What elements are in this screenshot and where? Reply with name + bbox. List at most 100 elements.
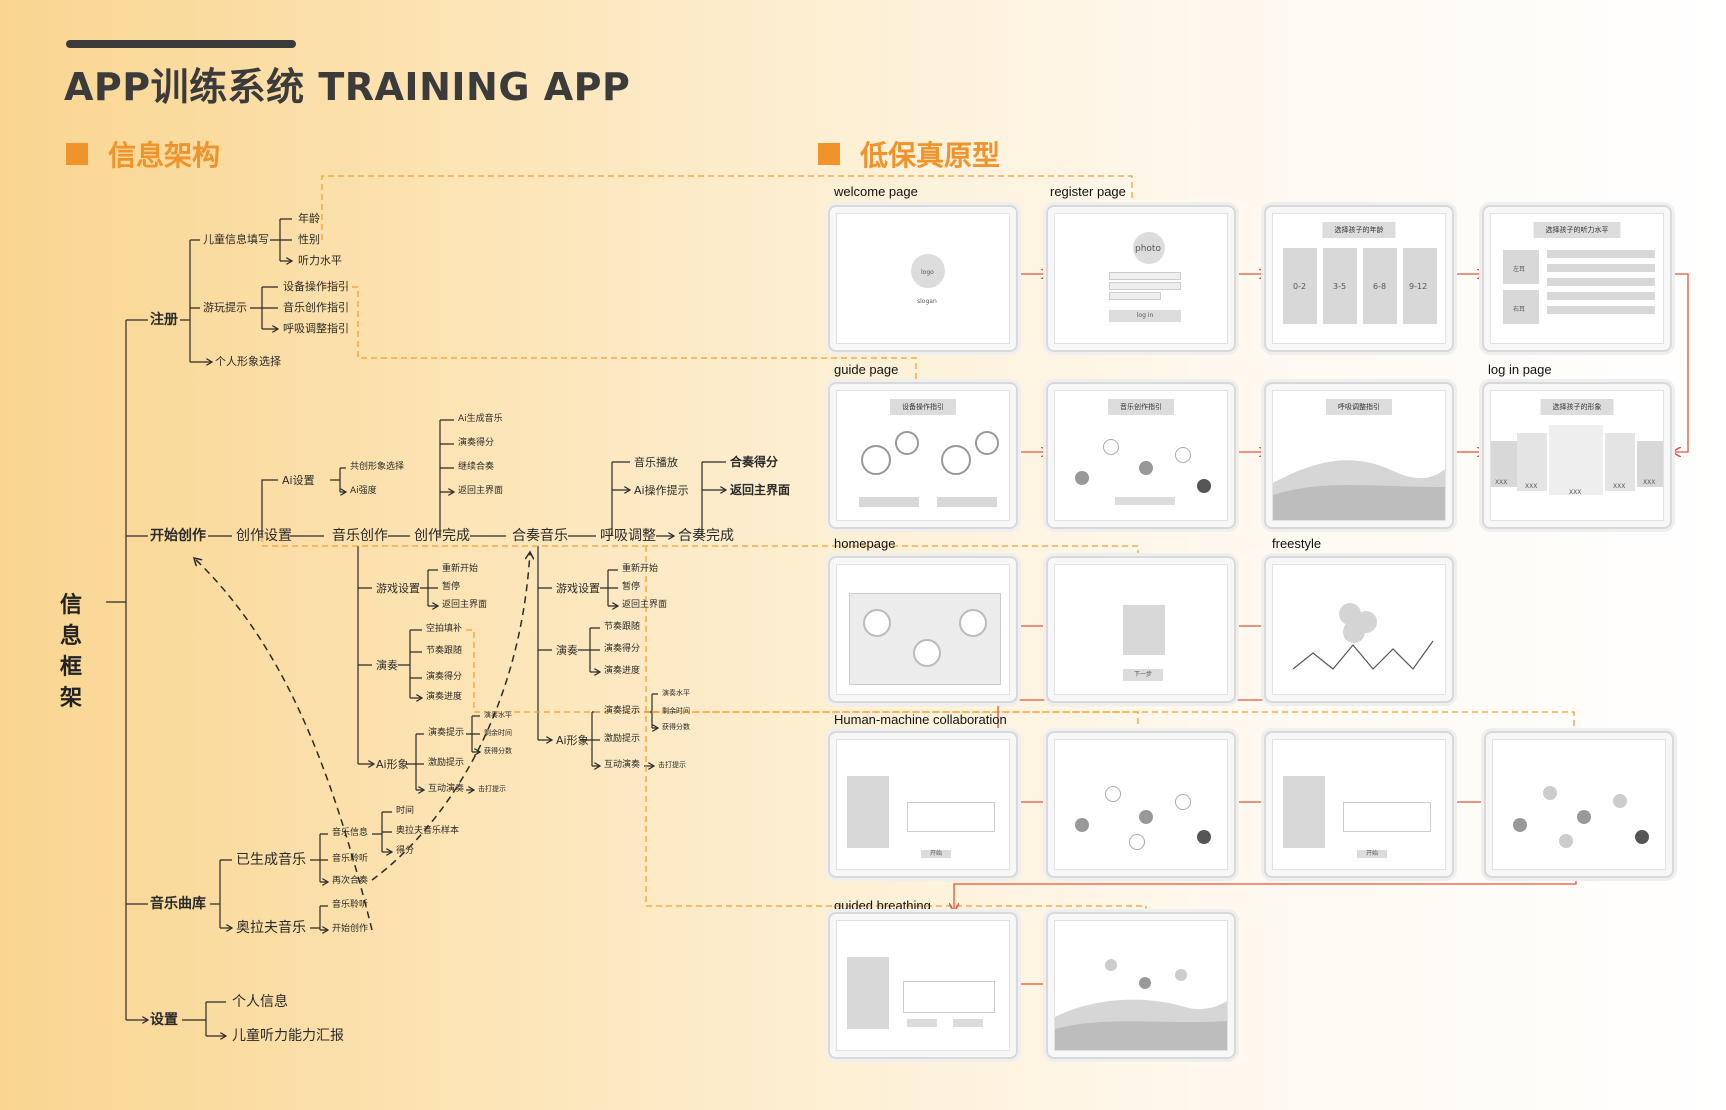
age-title: 选择孩子的年龄 [1322,222,1396,238]
start-button[interactable]: 开始 [1357,850,1387,858]
node-en-return: 返回主界面 [622,600,668,610]
node-tip-device: 设备操作指引 [283,280,349,293]
screen-welcome[interactable]: logo slogan [828,205,1018,352]
screen-freestyle[interactable] [1264,556,1454,703]
node-en-progress: 演奏进度 [604,666,641,676]
avatar-title: 选择孩子的形象 [1540,399,1614,415]
node-return-main: 返回主界面 [458,486,504,496]
node-en-hit: 击打提示 [658,761,686,769]
node-en-ai-interact: 互动演奏 [604,760,641,770]
node-mc-time: 剩余时间 [484,729,512,737]
screen-breath-intro[interactable] [828,912,1018,1059]
avatar-option[interactable]: XXX [1495,479,1508,486]
label-register-page: register page [1050,184,1126,199]
page-title: APP训练系统 TRAINING APP [64,65,631,109]
node-gender: 性别 [298,233,320,246]
node-mc-ai: Ai形象 [376,758,409,771]
avatar-option[interactable]: XXX [1569,489,1582,496]
node-ai-strength: Ai强度 [350,486,377,496]
guide-breath-title: 呼吸调整指引 [1326,399,1392,415]
screen-breath-play[interactable] [1046,912,1236,1059]
screen-hm-intro2[interactable]: 开始 [1264,731,1454,878]
node-hearing-report: 儿童听力能力汇报 [232,1028,344,1044]
welcome-logo: logo [921,269,934,276]
flow-ensemble-done: 合奏完成 [678,528,734,544]
label-homepage: homepage [834,536,896,551]
square-icon [818,143,840,165]
node-mc-score: 演奏得分 [426,672,463,682]
node-mc-points: 获得分数 [484,747,512,755]
node-en-pause: 暂停 [622,582,641,592]
avatar-option[interactable]: XXX [1613,483,1626,490]
screen-hm-play[interactable] [1046,731,1236,878]
node-mc-pause: 暂停 [442,582,461,592]
register-photo: photo [1135,244,1161,254]
root-node: 信 息 框 架 [59,593,82,711]
node-age: 年龄 [298,212,320,225]
node-en-ai: Ai形象 [556,734,589,747]
node-orff-listen: 音乐聆听 [332,900,369,910]
welcome-slogan: slogan [917,298,937,305]
age-option[interactable]: 3-5 [1333,282,1347,291]
node-mc-ai-tip: 演奏提示 [428,728,465,738]
node-library: 音乐曲库 [150,896,206,912]
node-ai-tips: Ai操作提示 [634,484,689,497]
node-ai-music: Ai生成音乐 [458,414,503,424]
node-settings: 设置 [150,1012,178,1028]
flow-breath: 呼吸调整 [600,528,656,544]
start-button[interactable]: 开始 [921,850,951,858]
screen-freestyle-intro[interactable]: 下一步 [1046,556,1236,703]
hearing-title: 选择孩子的听力水平 [1533,222,1621,238]
login-button[interactable]: log in [1109,310,1181,322]
node-mc-progress: 演奏进度 [426,692,463,702]
guide-music-title: 音乐创作指引 [1108,399,1174,415]
screen-guide-music[interactable]: 音乐创作指引 [1046,382,1236,529]
node-en-level: 演奏水平 [662,689,690,697]
label-guide-page: guide page [834,362,899,377]
screen-guide-device[interactable]: 设备操作指引 [828,382,1018,529]
node-mc-ai-interact: 互动演奏 [428,784,465,794]
node-orff-create: 开始创作 [332,924,369,934]
flow-ensemble: 合奏音乐 [512,528,568,544]
screen-register[interactable]: photo log in [1046,205,1236,352]
node-co-avatar: 共创形象选择 [350,462,405,472]
next-button[interactable]: 下一步 [1123,669,1163,681]
screen-age[interactable]: 选择孩子的年龄 0-2 3-5 6-8 9-12 [1264,205,1454,352]
node-orff: 奥拉夫音乐 [236,920,306,936]
age-option[interactable]: 0-2 [1293,282,1307,291]
screen-guide-breath[interactable]: 呼吸调整指引 [1264,382,1454,529]
guide-device-title: 设备操作指引 [890,399,956,415]
node-mc-return: 返回主界面 [442,600,488,610]
node-music-play: 音乐播放 [634,456,678,469]
left-ear[interactable]: 左耳 [1513,266,1526,273]
screen-homepage[interactable] [828,556,1018,703]
node-personal-info: 个人信息 [232,994,288,1010]
node-music-listen: 音乐聆听 [332,854,369,864]
node-orff-sample: 奥拉夫音乐样本 [396,826,460,836]
node-generated: 已生成音乐 [236,852,306,868]
node-en-ai-encourage: 激励提示 [604,734,641,744]
avatar-option[interactable]: XXX [1643,479,1656,486]
section-title-architecture: 信息架构 [66,134,220,174]
screen-hm-intro[interactable]: 开始 [828,731,1018,878]
title-decoration-bar [66,40,296,48]
square-icon [66,143,88,165]
right-ear[interactable]: 右耳 [1513,306,1526,313]
node-mc-fill: 空拍填补 [426,624,463,634]
node-en-score: 演奏得分 [604,644,641,654]
section-title-prototype: 低保真原型 [818,134,1000,174]
screen-hearing[interactable]: 选择孩子的听力水平 左耳 右耳 [1482,205,1672,352]
age-option[interactable]: 9-12 [1409,282,1428,291]
node-tip-music: 音乐创作指引 [283,301,349,314]
node-en-ai-tip: 演奏提示 [604,706,641,716]
node-play-score: 演奏得分 [458,438,495,448]
node-register: 注册 [150,312,178,328]
age-option[interactable]: 6-8 [1373,282,1387,291]
screen-avatar[interactable]: 选择孩子的形象 XXX XXX XXX XXX XXX [1482,382,1672,529]
node-play-tips: 游玩提示 [203,301,247,314]
avatar-option[interactable]: XXX [1525,483,1538,490]
screen-hm-play2[interactable] [1484,731,1674,878]
node-en-points: 获得分数 [662,723,690,731]
node-mc-play: 演奏 [376,659,398,672]
